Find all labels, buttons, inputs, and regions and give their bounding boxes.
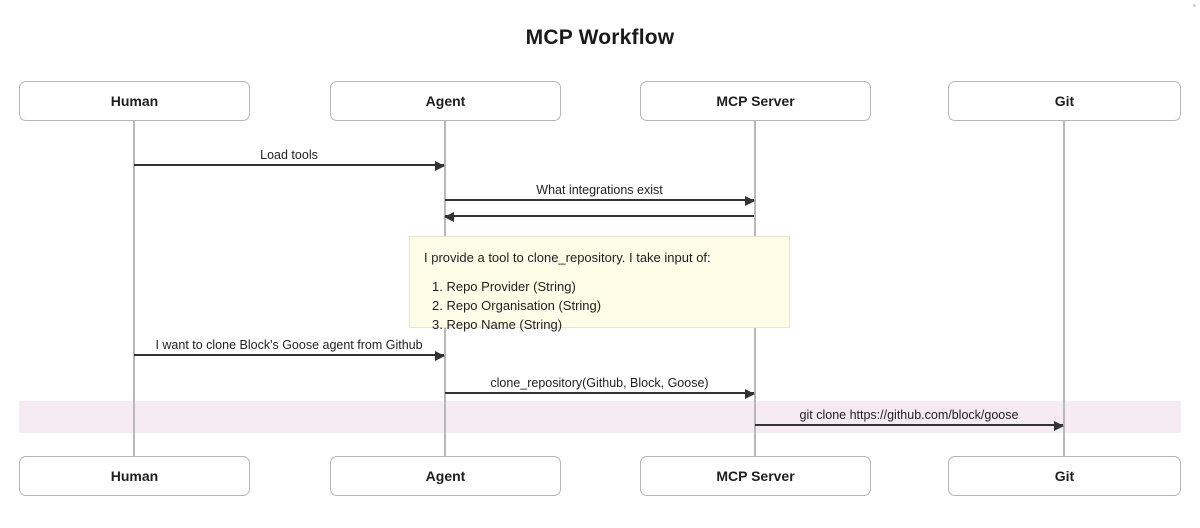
arrowhead-left-icon [444, 211, 454, 222]
participant-label-agent-bottom: Agent [425, 468, 466, 484]
message-label-what-integrations-exist: What integrations exist [536, 183, 663, 197]
note-list-item: 2. Repo Organisation (String) [432, 297, 602, 313]
arrowhead-right-icon [435, 160, 445, 171]
message-label-git-clone: git clone https://github.com/block/goose [799, 408, 1019, 422]
message-clone-request[interactable]: I want to clone Block's Goose agent from… [134, 332, 445, 361]
note-heading: I provide a tool to clone_repository. I … [424, 250, 711, 265]
message-label-clone-request: I want to clone Block's Goose agent from… [155, 338, 423, 352]
lifeline-git [1063, 121, 1065, 456]
participant-box-git-top[interactable]: Git [948, 81, 1181, 121]
message-line [755, 424, 1063, 426]
note-list-item: 1. Repo Provider (String) [432, 278, 576, 294]
note-clone-repository-tool: I provide a tool to clone_repository. I … [409, 236, 790, 332]
arrowhead-right-icon [1054, 420, 1064, 431]
participant-box-human-top[interactable]: Human [19, 81, 250, 121]
message-line [445, 215, 754, 217]
lifeline-human [133, 121, 135, 456]
participant-label-git-top: Git [1054, 93, 1075, 109]
participant-box-mcp-server-bottom[interactable]: MCP Server [640, 456, 871, 496]
message-clone-repository-call[interactable]: clone_repository(Github, Block, Goose) [445, 370, 755, 399]
message-line [134, 164, 444, 166]
arrowhead-right-icon [745, 195, 755, 206]
participant-label-mcp-server-top: MCP Server [716, 93, 795, 109]
arrowhead-right-icon [435, 350, 445, 361]
highlight-band [19, 401, 1181, 433]
corner-marker [1193, 4, 1196, 7]
arrowhead-right-icon [745, 388, 755, 399]
message-line [134, 354, 444, 356]
message-line [445, 199, 754, 201]
message-what-integrations-exist[interactable]: What integrations exist [445, 177, 755, 206]
participant-label-human-top: Human [110, 93, 159, 109]
message-load-tools[interactable]: Load tools [134, 142, 445, 171]
participant-box-git-bottom[interactable]: Git [948, 456, 1181, 496]
message-label-clone-repository-call: clone_repository(Github, Block, Goose) [490, 376, 709, 390]
participant-box-agent-top[interactable]: Agent [330, 81, 561, 121]
participant-label-human-bottom: Human [110, 468, 159, 484]
participant-box-mcp-server-top[interactable]: MCP Server [640, 81, 871, 121]
participant-box-human-bottom[interactable]: Human [19, 456, 250, 496]
participant-label-git-bottom: Git [1054, 468, 1075, 484]
note-list-item: 3. Repo Name (String) [432, 316, 563, 332]
message-git-clone[interactable]: git clone https://github.com/block/goose [755, 402, 1064, 431]
participant-label-mcp-server-bottom: MCP Server [716, 468, 795, 484]
participant-box-agent-bottom[interactable]: Agent [330, 456, 561, 496]
note-input-list: 1. Repo Provider (String) 2. Repo Organi… [424, 278, 775, 334]
message-label-load-tools: Load tools [260, 148, 318, 162]
message-line [445, 392, 754, 394]
page-title: MCP Workflow [525, 26, 675, 49]
message-integrations-response[interactable] [444, 193, 754, 222]
participant-label-agent-top: Agent [425, 93, 466, 109]
